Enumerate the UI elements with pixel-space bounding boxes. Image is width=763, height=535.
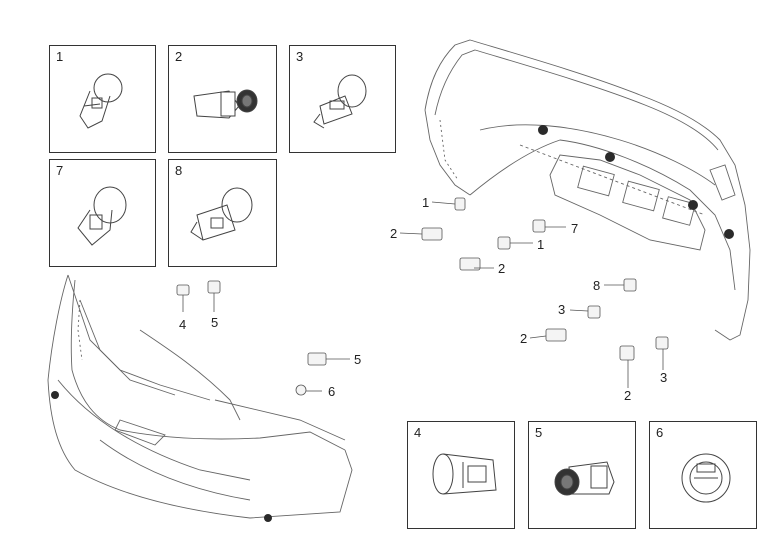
panel-number: 4 [414, 425, 422, 440]
detail-panel-1: 1 [49, 45, 156, 153]
rear-mounted-sensor-2 [605, 152, 615, 162]
front-part-5b [307, 352, 327, 366]
callout-front-6: 6 [328, 384, 336, 399]
rear-part-2c [545, 328, 567, 342]
detail-panel-2: 2 [168, 45, 277, 153]
detail-panel-6: 6 [649, 421, 757, 529]
detail-panel-5: 5 [528, 421, 636, 529]
sensor-3-illustration [313, 74, 367, 129]
rear-mounted-sensor-1 [538, 125, 548, 135]
front-bumper-sensors [51, 391, 272, 522]
sensor-7-illustration [77, 186, 127, 246]
callout-rear-1b: 1 [537, 237, 545, 252]
rear-part-3a [587, 305, 601, 319]
callout-front-4: 4 [179, 317, 187, 332]
callout-rear-7: 7 [571, 221, 579, 236]
panel-number: 2 [175, 49, 183, 64]
rear-parts [399, 197, 669, 388]
rear-part-3b [655, 336, 669, 350]
sensor-5-illustration [554, 461, 615, 496]
rear-part-2b [459, 257, 481, 271]
sensor-8-illustration [190, 187, 253, 241]
front-part-4 [176, 284, 190, 296]
rear-part-1a [454, 197, 466, 211]
rear-part-2a [421, 227, 443, 241]
panel-number: 8 [175, 163, 183, 178]
rear-bumper-sensors [538, 125, 734, 239]
rear-part-1b [497, 236, 511, 250]
detail-panel-3: 3 [289, 45, 396, 153]
callout-rear-2a: 2 [390, 226, 398, 241]
panel-number: 1 [56, 49, 64, 64]
rear-part-7 [532, 219, 546, 233]
sensor-6-illustration [681, 453, 731, 503]
rear-mounted-sensor-4 [724, 229, 734, 239]
callout-rear-3b: 3 [660, 370, 668, 385]
front-bumper-drawing [47, 274, 353, 519]
panel-number: 5 [535, 425, 543, 440]
panel-number: 3 [296, 49, 304, 64]
front-part-5a [207, 280, 221, 294]
sensor-1-illustration [79, 73, 123, 129]
callout-rear-1a: 1 [422, 195, 430, 210]
rear-bumper-drawing [424, 39, 751, 341]
callout-rear-2c: 2 [520, 331, 528, 346]
callout-rear-2b: 2 [498, 261, 506, 276]
front-mounted-sensor-1 [51, 391, 59, 399]
detail-panel-8: 8 [168, 159, 277, 267]
callout-rear-3a: 3 [558, 302, 566, 317]
front-part-6 [295, 384, 307, 396]
detail-panel-4: 4 [407, 421, 515, 529]
callout-rear-8: 8 [593, 278, 601, 293]
sensor-2-illustration [193, 89, 258, 119]
front-parts [176, 280, 350, 396]
panel-number: 6 [656, 425, 664, 440]
panel-number: 7 [56, 163, 64, 178]
callout-rear-2d: 2 [624, 388, 632, 403]
rear-mounted-sensor-3 [688, 200, 698, 210]
callout-front-5b: 5 [354, 352, 362, 367]
front-mounted-sensor-2 [264, 514, 272, 522]
sensor-4-illustration [432, 453, 497, 495]
rear-part-2d [619, 345, 635, 361]
rear-part-8 [623, 278, 637, 292]
callout-front-5a: 5 [211, 315, 219, 330]
detail-panel-7: 7 [49, 159, 156, 267]
